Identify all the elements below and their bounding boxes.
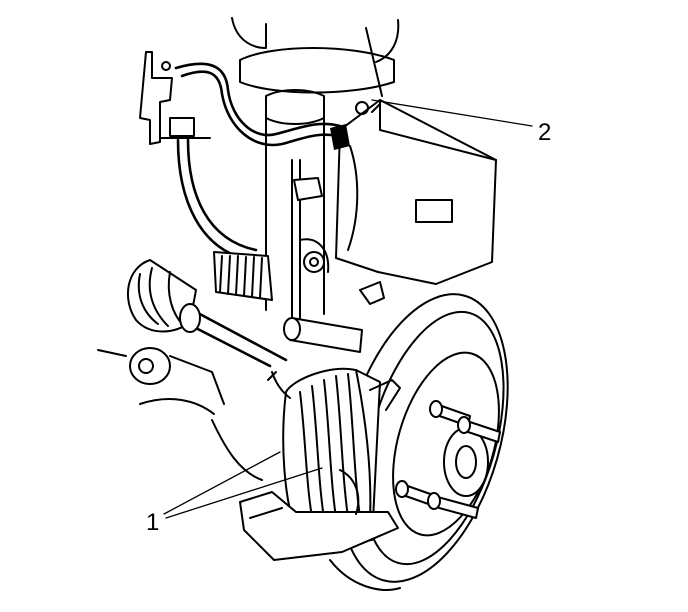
drive-axle <box>97 251 288 481</box>
callout-1: 1 <box>146 509 159 536</box>
knuckle-bolts <box>293 177 330 273</box>
leader-line-1a <box>163 451 281 515</box>
callout-2: 2 <box>538 119 551 146</box>
axle-boot-ribs <box>219 255 263 299</box>
caliper-housing <box>330 99 497 305</box>
brake-hose <box>139 51 342 262</box>
leader-line-2 <box>371 99 533 127</box>
tie-rod <box>283 317 363 353</box>
leader-line-1b <box>165 467 323 519</box>
leader-lines <box>163 27 533 519</box>
caliper-bracket <box>239 379 401 561</box>
wheel-hub <box>395 400 501 519</box>
wheel-studs <box>395 400 501 519</box>
